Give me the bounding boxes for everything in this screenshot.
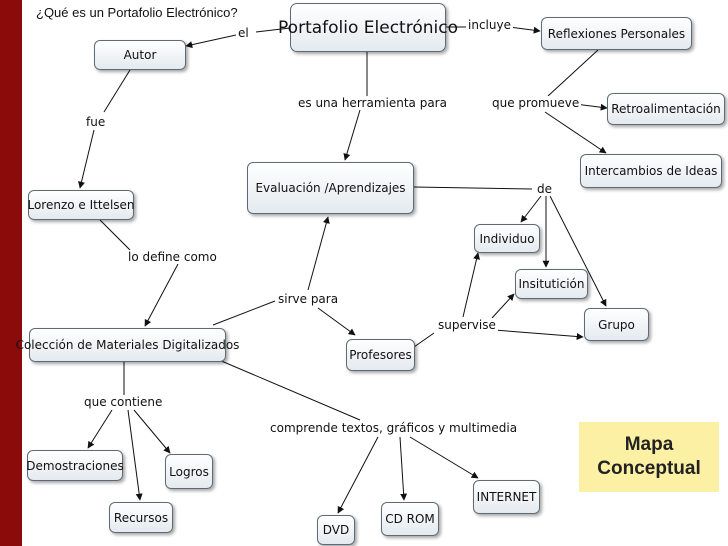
concept-institucion[interactable]: Insitutición: [515, 269, 588, 299]
concept-reflexiones[interactable]: Reflexiones Personales: [541, 17, 692, 50]
concept-evaluacion[interactable]: Evaluación /Aprendizajes: [247, 162, 414, 214]
concept-dvd[interactable]: DVD: [317, 515, 355, 545]
concept-profesores[interactable]: Profesores: [346, 339, 415, 371]
concept-intercambios[interactable]: Intercambios de Ideas: [580, 154, 722, 188]
concept-autor[interactable]: Autor: [94, 40, 186, 70]
link-label-promueve: que promueve: [490, 96, 582, 110]
concept-individuo[interactable]: Individuo: [474, 224, 540, 253]
callout-line-1: Mapa: [624, 434, 674, 455]
concept-demostraciones[interactable]: Demostraciones: [26, 450, 124, 481]
callout-line-2: Conceptual: [597, 458, 701, 479]
link-label-de: de: [535, 182, 554, 196]
link-label-herramienta: es una herramienta para: [296, 96, 449, 110]
link-label-incluye: incluye: [466, 18, 513, 32]
page-caption: ¿Qué es un Portafolio Electrónico?: [36, 5, 238, 20]
link-label-supervise: supervise: [436, 318, 498, 332]
concept-recursos[interactable]: Recursos: [109, 502, 173, 533]
concept-logros[interactable]: Logros: [165, 454, 213, 489]
concept-cdrom[interactable]: CD ROM: [381, 502, 439, 536]
title-callout: Mapa Conceptual: [579, 422, 719, 492]
link-label-comprende: comprende textos, gráficos y multimedia: [268, 421, 520, 435]
concept-retroalimentacion[interactable]: Retroalimentación: [607, 93, 725, 125]
link-label-contiene: que contiene: [82, 395, 165, 409]
left-accent-bar: [0, 0, 22, 546]
concept-portafolio[interactable]: Portafolio Electrónico: [278, 3, 458, 52]
link-label-fue: fue: [84, 115, 108, 129]
concept-grupo[interactable]: Grupo: [584, 308, 649, 341]
concept-lorenzo[interactable]: Lorenzo e Ittelsen: [27, 190, 135, 220]
link-label-sirve: sirve para: [276, 292, 341, 306]
link-label-el: el: [236, 26, 251, 40]
concept-internet[interactable]: INTERNET: [473, 480, 540, 514]
concept-coleccion[interactable]: Colección de Materiales Digitalizados: [16, 328, 239, 362]
link-label-define: lo define como: [126, 250, 219, 264]
